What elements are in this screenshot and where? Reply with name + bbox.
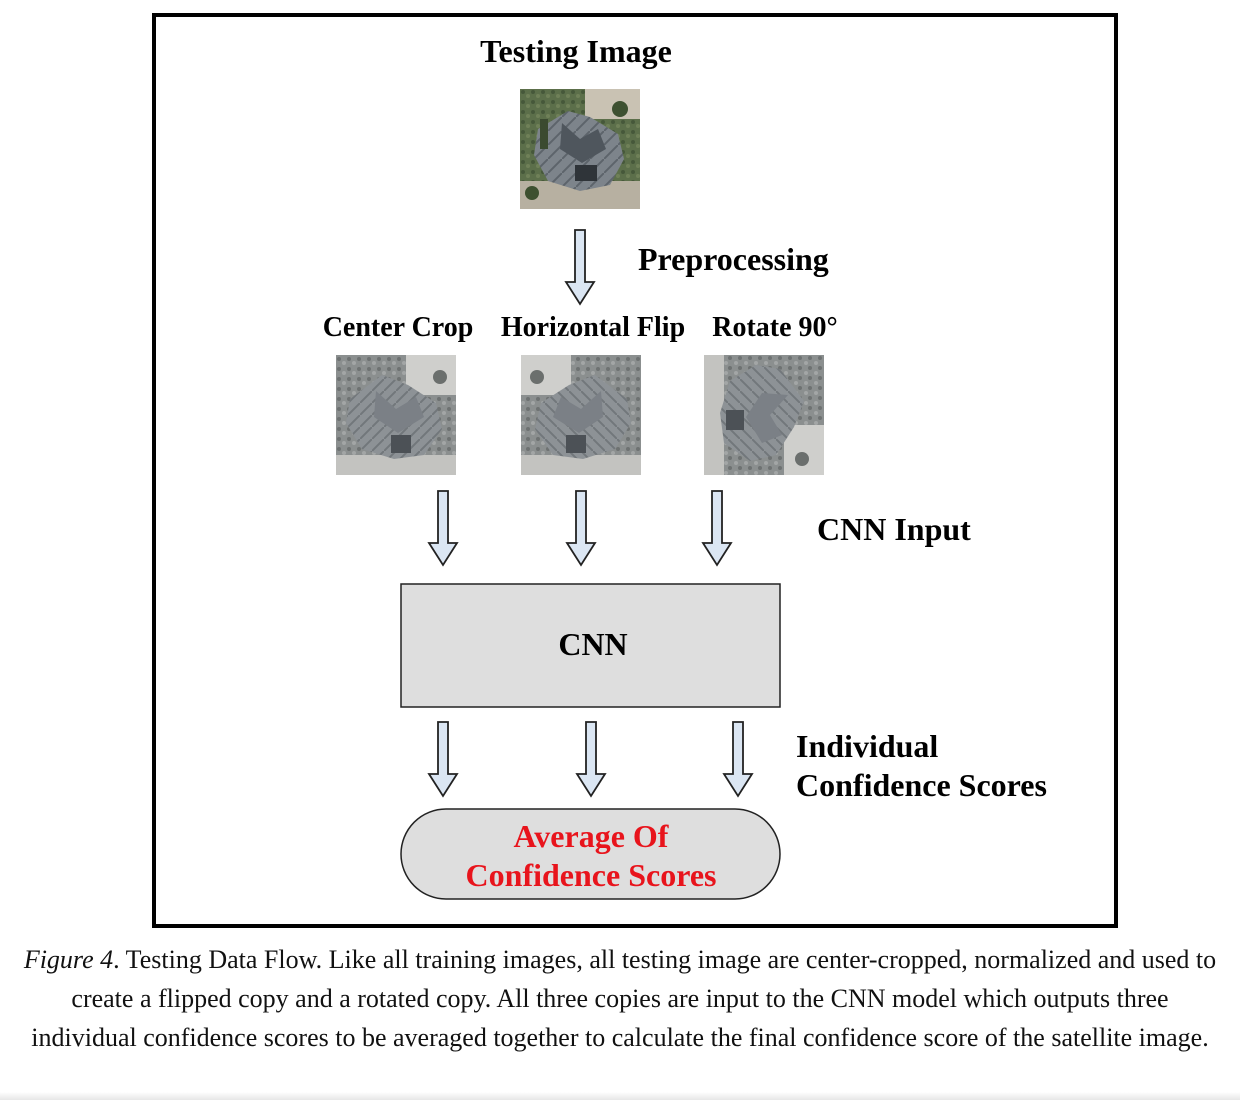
figure-caption: Figure 4. Testing Data Flow. Like all tr… — [20, 940, 1220, 1057]
page-bottom-edge — [0, 1092, 1240, 1100]
cnn-box-label: CNN — [558, 626, 627, 662]
cnn-output-arrow-2 — [576, 721, 606, 797]
diagram-frame — [152, 13, 1118, 928]
horizontal-flip-image — [521, 355, 641, 475]
cnn-input-label: CNN Input — [817, 511, 971, 547]
transform-label-center-crop: Center Crop — [323, 312, 474, 343]
figure-caption-text: . Testing Data Flow. Like all training i… — [31, 945, 1217, 1052]
preprocessing-label: Preprocessing — [638, 241, 829, 277]
preprocessing-arrow — [565, 229, 595, 305]
transform-label-rotate-90: Rotate 90° — [712, 312, 838, 343]
individual-scores-label-line-2: Confidence Scores — [796, 767, 1047, 803]
average-label-line-1: Average Of — [514, 818, 669, 854]
average-label-line-2: Confidence Scores — [466, 857, 717, 893]
testing-image — [520, 89, 640, 209]
figure-caption-label: Figure 4 — [23, 945, 114, 974]
rotate-90-image — [704, 355, 824, 475]
testing-image-title: Testing Image — [480, 33, 672, 69]
cnn-output-arrow-3 — [723, 721, 753, 797]
transform-label-horizontal-flip: Horizontal Flip — [501, 312, 685, 343]
cnn-box — [400, 583, 781, 708]
cnn-input-arrow-3 — [702, 490, 732, 566]
individual-scores-label-line-1: Individual — [796, 728, 938, 764]
cnn-output-arrow-1 — [428, 721, 458, 797]
cnn-input-arrow-1 — [428, 490, 458, 566]
testing-data-flow-diagram: Testing Image Preprocessing Center Crop … — [152, 13, 1118, 928]
center-crop-image — [336, 355, 456, 475]
cnn-input-arrow-2 — [566, 490, 596, 566]
average-scores-box — [400, 808, 781, 900]
